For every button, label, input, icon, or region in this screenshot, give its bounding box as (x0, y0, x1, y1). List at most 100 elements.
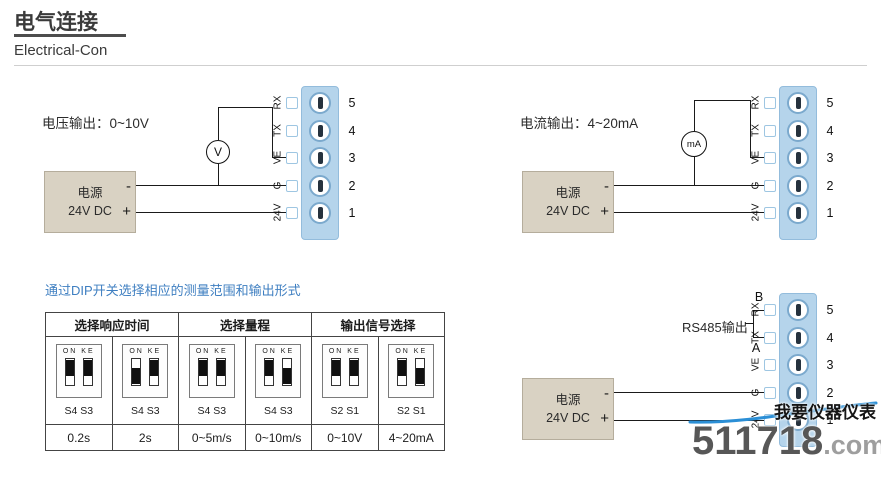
wire-segment (753, 310, 754, 338)
dip-toggle (197, 358, 208, 386)
wire-entry-terminal (286, 179, 298, 192)
pin-number: 5 (826, 303, 834, 317)
screw-terminal (787, 202, 809, 224)
voltmeter-label: V (213, 145, 222, 159)
pin-label-tx: TX (750, 123, 762, 137)
pin-number: 1 (826, 413, 834, 427)
dip-switch-names: S2 S1 (396, 405, 426, 417)
dip-toggle-knob (416, 368, 425, 384)
pin-label-tx: TX (272, 123, 284, 137)
dip-toggle (82, 358, 93, 386)
dip-switch: ON KE (55, 344, 102, 398)
screw-terminal (309, 147, 331, 169)
pin-number: 4 (826, 123, 834, 138)
wire-entry-terminal (764, 179, 776, 192)
dip-toggle (215, 358, 226, 386)
power-supply-box-current: 电源 24V DC - + (522, 171, 614, 233)
pin-number: 5 (348, 96, 356, 110)
pin-label-tx: TX (750, 330, 762, 344)
pin-number: 3 (348, 151, 356, 165)
wire-segment (750, 157, 766, 158)
power-voltage-label: 24V DC (546, 411, 590, 425)
wire-entry-terminal (764, 97, 776, 109)
screw-terminal (309, 174, 331, 197)
terminal-slot (317, 179, 323, 192)
terminal-slot (795, 304, 801, 316)
wire-segment (218, 107, 273, 108)
power-voltage-label: 24V DC (68, 204, 112, 218)
dip-on-label: ON KE (328, 348, 361, 355)
watermark-swoosh-icon (688, 401, 878, 424)
power-supply-box-rs485: 电源 24V DC - + (522, 378, 614, 440)
pin-label-g: G (272, 181, 284, 189)
screw-terminal (309, 92, 331, 114)
dip-switch-names: S4 S3 (263, 405, 293, 417)
pin-label-ve: VE (750, 150, 762, 165)
pin-number: 4 (826, 330, 834, 345)
wire-segment (753, 310, 766, 311)
dip-toggle (415, 358, 426, 386)
wire-segment (614, 212, 765, 213)
wire-segment (218, 107, 219, 140)
wire-segment (614, 420, 766, 421)
watermark-brand: 511718.com (692, 419, 881, 464)
power-label: 电源 (77, 186, 103, 200)
header-divider (14, 65, 867, 66)
watermark-tagline: 我要仪器仪表 (774, 403, 876, 422)
screw-terminal (309, 202, 331, 224)
dip-toggle-knob (283, 368, 292, 384)
terminal-slot (317, 152, 323, 164)
dip-toggle-knob (65, 360, 74, 376)
table-group-header: 选择响应时间 (46, 313, 179, 337)
dip-on-label: ON KE (395, 348, 428, 355)
dip-switch: ON KE (255, 344, 302, 398)
terminal-slot (317, 207, 323, 219)
wire-entry-terminal (764, 331, 776, 344)
screw-terminal (787, 174, 809, 197)
voltmeter: V (206, 140, 230, 164)
dip-switch-names: S4 S3 (64, 405, 94, 417)
dip-toggle-knob (349, 360, 358, 376)
dip-on-label: ON KE (62, 348, 95, 355)
power-supply-box-voltage: 电源 24V DC - + (44, 171, 136, 233)
dip-switch: ON KE (388, 344, 435, 398)
screw-terminal (787, 92, 809, 114)
pin-number: 1 (348, 206, 356, 220)
screw-terminal (787, 299, 809, 321)
wire-segment (614, 392, 766, 393)
dip-toggle-knob (265, 360, 274, 376)
rs485-line-b-label: B (754, 290, 764, 304)
dip-toggle (131, 358, 142, 386)
terminal-slot (317, 97, 323, 109)
plus-terminal-label: + (600, 203, 609, 220)
wire-segment (614, 185, 765, 186)
wire-entry-terminal (764, 386, 776, 399)
table-group-header: 选择量程 (179, 313, 312, 337)
page-subtitle: Electrical-Con (14, 42, 108, 59)
screw-terminal (787, 147, 809, 169)
pin-number: 3 (826, 151, 834, 165)
minus-terminal-label: - (604, 385, 609, 402)
dip-toggle (264, 358, 275, 386)
watermark-brand-number: 511718 (692, 419, 824, 463)
dip-toggle-knob (198, 360, 207, 376)
dip-toggle (397, 358, 408, 386)
terminal-slot (795, 331, 801, 344)
pin-number: 5 (826, 96, 834, 110)
terminal-slot (795, 179, 801, 192)
title-underline (14, 34, 126, 37)
pin-number: 2 (826, 385, 834, 400)
pin-number: 2 (826, 178, 834, 193)
pin-number: 4 (348, 123, 356, 138)
pin-label-g: G (750, 181, 762, 189)
dip-toggle-knob (83, 360, 92, 376)
power-label: 电源 (555, 393, 581, 407)
dip-toggle (330, 358, 341, 386)
screw-terminal (787, 119, 809, 142)
table-value-cell: 2s (112, 425, 179, 451)
wire-segment (753, 337, 766, 338)
